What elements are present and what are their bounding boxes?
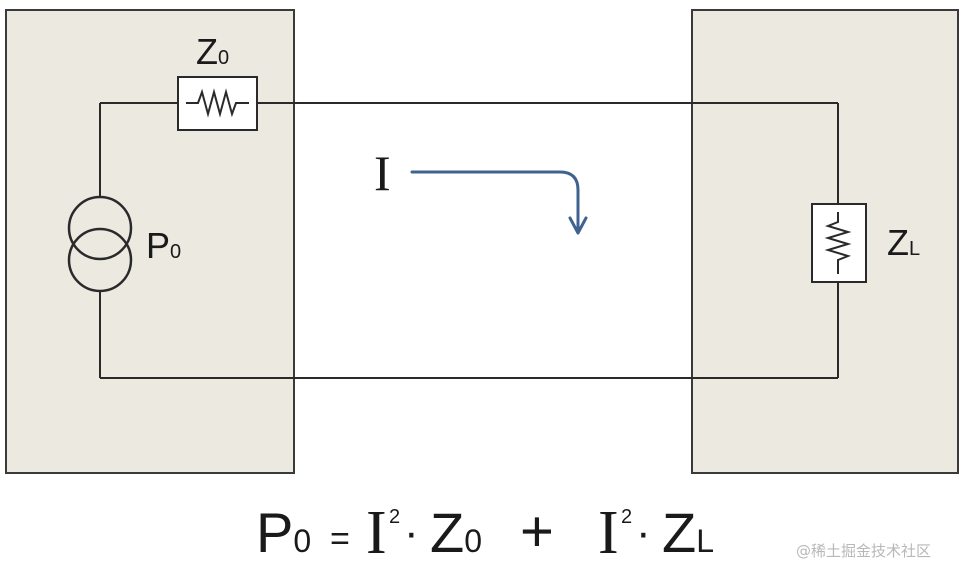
source-impedance-label: Z0 xyxy=(196,31,229,72)
equation-term2-dot: · xyxy=(636,508,651,557)
equation-term2-z: ZL xyxy=(662,501,714,564)
load-impedance-label: ZL xyxy=(887,222,920,263)
current-arrow-path xyxy=(410,170,580,234)
power-equation: P0 = I 2 · Z0 + I 2 · ZL xyxy=(256,499,714,565)
resistor-zigzag-icon xyxy=(824,212,852,274)
wires xyxy=(99,102,839,379)
equation-term1-exponent: 2 xyxy=(389,506,400,528)
watermark: @稀土掘金技术社区 xyxy=(796,542,931,560)
current-arrow-head xyxy=(568,216,588,235)
load-impedance xyxy=(811,203,867,283)
resistor-zigzag-icon xyxy=(186,88,249,118)
equation-term2-exponent: 2 xyxy=(621,506,632,528)
equation-term1-current: I xyxy=(366,499,387,565)
equation-term2-current: I xyxy=(598,499,619,565)
current-label: I xyxy=(374,145,391,201)
equation-lhs: P0 xyxy=(256,501,311,564)
equation-plus: + xyxy=(520,499,554,564)
equation-term1-dot: · xyxy=(404,508,419,557)
source-impedance xyxy=(177,76,258,131)
generator-circle-top xyxy=(67,195,133,261)
current-arrow-icon xyxy=(410,170,588,235)
equation-term1-z: Z0 xyxy=(430,501,482,564)
generator-circle-bottom xyxy=(67,227,133,293)
generator-symbol xyxy=(67,195,133,293)
generator-label: P0 xyxy=(146,225,181,266)
equation-equals: = xyxy=(330,520,350,558)
